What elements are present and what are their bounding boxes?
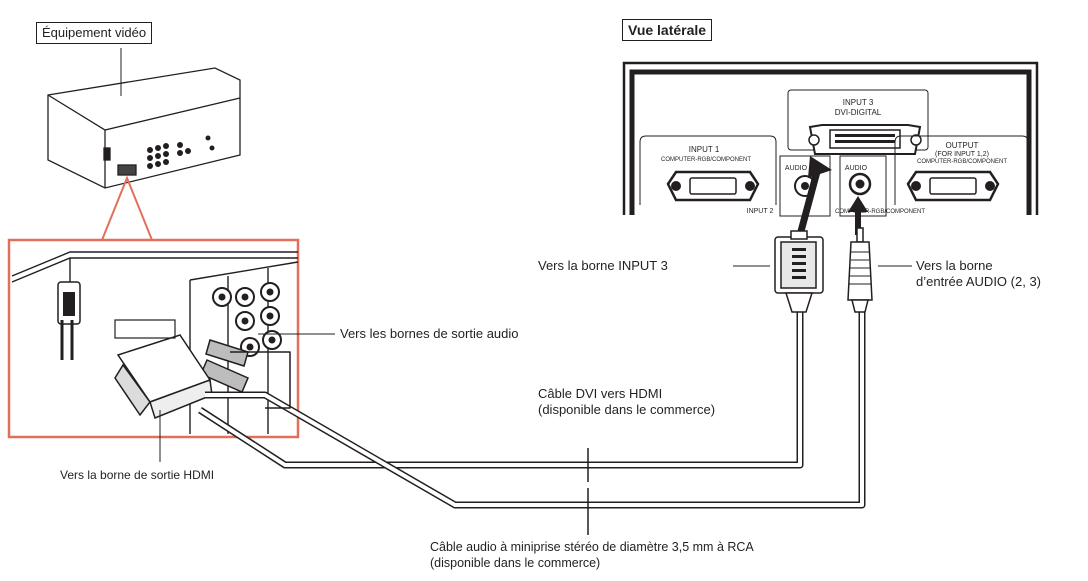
to-input3-label: Vers la borne INPUT 3 <box>538 258 668 273</box>
panel-output-sub: (FOR INPUT 1,2) <box>935 151 989 158</box>
audio-cable-label-1: Câble audio à miniprise stéréo de diamèt… <box>430 540 754 554</box>
audio-rca-cable <box>205 305 866 509</box>
to-audio-in-label-2: d’entrée AUDIO (2, 3) <box>916 274 1041 289</box>
dvi-connector-plug <box>774 230 824 313</box>
panel-output-sub2: COMPUTER-RGB/COMPONENT <box>917 159 1007 165</box>
video-equipment-device <box>47 67 241 189</box>
to-audio-in-label-1: Vers la borne <box>916 258 993 273</box>
to-audio-out-label: Vers les bornes de sortie audio <box>340 326 519 341</box>
zoom-detail-panel <box>7 238 300 439</box>
panel-audio-a: AUDIO <box>785 165 808 172</box>
panel-input3-label: INPUT 3 <box>843 98 874 107</box>
panel-input1-label: INPUT 1 <box>689 145 720 154</box>
dvi-hdmi-cable <box>198 310 804 469</box>
side-view-title: Vue latérale <box>622 19 713 41</box>
panel-dvi-label: DVI-DIGITAL <box>835 108 882 117</box>
panel-output-label: OUTPUT <box>946 141 979 150</box>
projector-side-panel: INPUT 3 DVI-DIGITAL INPUT 1 COMPUTER-RGB… <box>622 61 1039 217</box>
panel-audio-b: AUDIO <box>845 165 868 172</box>
panel-input1-sub: COMPUTER-RGB/COMPONENT <box>661 157 751 163</box>
video-equipment-label: Équipement vidéo <box>36 22 153 44</box>
panel-input2-label: INPUT 2 <box>747 208 774 215</box>
dvi-cable-label-2: (disponible dans le commerce) <box>538 402 716 417</box>
audio-cable-label-2: (disponible dans le commerce) <box>430 556 601 570</box>
dvi-cable-label-1: Câble DVI vers HDMI <box>538 386 663 401</box>
panel-comp-bottom: COMPUTER-RGB/COMPONENT <box>835 209 925 215</box>
audio-mini-plug <box>847 227 873 313</box>
hdmi-out-label: Vers la borne de sortie HDMI <box>60 468 215 482</box>
